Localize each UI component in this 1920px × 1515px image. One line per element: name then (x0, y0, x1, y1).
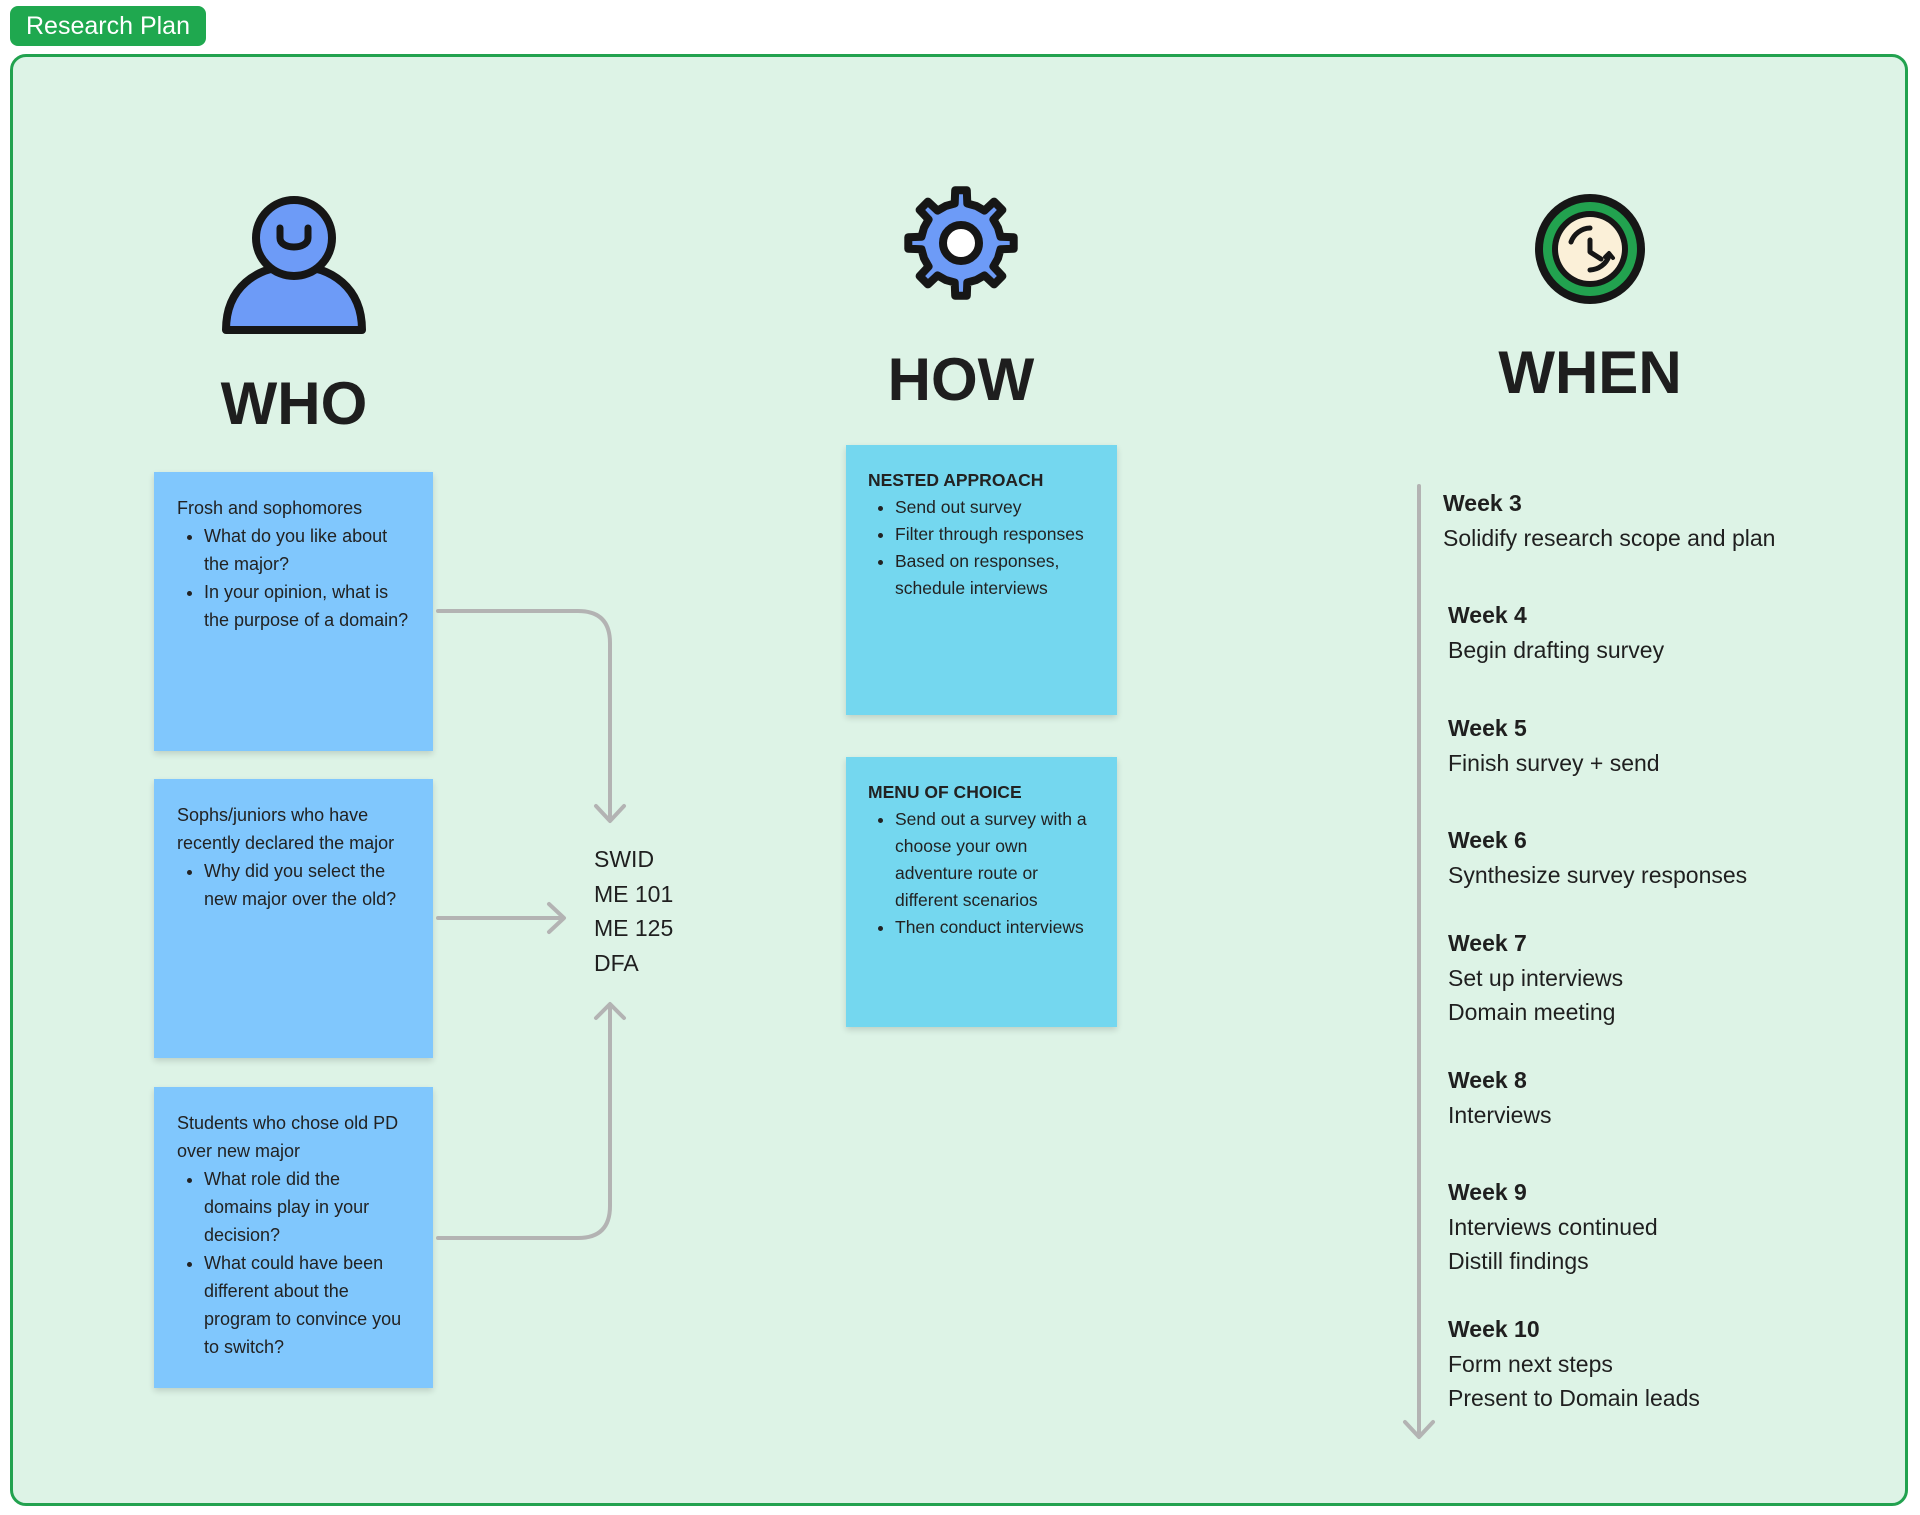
list-item: Why did you select the new major over th… (204, 857, 411, 913)
who-note-2-list: Why did you select the new major over th… (177, 857, 411, 913)
who-note-2[interactable]: Sophs/juniors who have recently declared… (154, 779, 433, 1058)
timeline-week-8: Week 8 Interviews (1448, 1063, 1552, 1132)
week-task: Set up interviews (1448, 964, 1624, 991)
week-label: Week 5 (1448, 715, 1527, 741)
target-item: ME 101 (594, 880, 674, 907)
connector-arrow-top (436, 609, 612, 820)
week-task: Form next steps (1448, 1350, 1613, 1377)
who-note-1-list: What do you like about the major? In you… (177, 522, 411, 634)
person-icon (222, 196, 366, 334)
list-item: Send out a survey with a choose your own… (895, 806, 1095, 914)
who-note-3-title: Students who chose old PD over new major (177, 1113, 399, 1161)
who-note-1[interactable]: Frosh and sophomores What do you like ab… (154, 472, 433, 751)
timeline-week-4: Week 4 Begin drafting survey (1448, 598, 1664, 667)
timeline-week-7: Week 7 Set up interviews Domain meeting (1448, 926, 1623, 1030)
frame-label[interactable]: Research Plan (10, 6, 206, 46)
timeline-week-9: Week 9 Interviews continued Distill find… (1448, 1175, 1658, 1279)
week-label: Week 9 (1448, 1179, 1527, 1205)
list-item: What do you like about the major? (204, 522, 411, 578)
how-note-1-title: NESTED APPROACH (868, 470, 1044, 490)
list-item: In your opinion, what is the purpose of … (204, 578, 411, 634)
week-task: Finish survey + send (1448, 749, 1660, 776)
how-note-menu-of-choice[interactable]: MENU OF CHOICE Send out a survey with a … (846, 757, 1117, 1027)
who-note-1-title: Frosh and sophomores (177, 498, 363, 518)
who-note-2-title: Sophs/juniors who have recently declared… (177, 805, 395, 853)
who-heading: WHO (220, 370, 368, 437)
week-task: Present to Domain leads (1448, 1385, 1700, 1411)
list-item: Send out survey (895, 494, 1095, 521)
week-label: Week 6 (1448, 827, 1527, 853)
how-note-nested-approach[interactable]: NESTED APPROACH Send out survey Filter t… (846, 445, 1117, 715)
when-heading: WHEN (1498, 339, 1682, 406)
week-label: Week 3 (1443, 490, 1522, 516)
week-task: Solidify research scope and plan (1443, 524, 1776, 551)
week-task: Distill findings (1448, 1248, 1589, 1274)
who-note-3[interactable]: Students who chose old PD over new major… (154, 1087, 433, 1388)
list-item: What could have been different about the… (204, 1249, 411, 1361)
list-item: Filter through responses (895, 521, 1095, 548)
week-task: Domain meeting (1448, 999, 1616, 1025)
target-item: SWID (594, 846, 655, 872)
how-note-1-list: Send out survey Filter through responses… (868, 494, 1095, 602)
week-task: Begin drafting survey (1448, 636, 1665, 663)
timeline-week-3: Week 3 Solidify research scope and plan (1443, 486, 1775, 555)
week-label: Week 8 (1448, 1067, 1527, 1093)
clock-cycle-icon (1535, 194, 1645, 304)
week-task: Synthesize survey responses (1448, 861, 1748, 888)
week-task: Interviews continued (1448, 1213, 1658, 1240)
week-task: Interviews (1448, 1101, 1552, 1128)
who-note-3-list: What role did the domains play in your d… (177, 1165, 411, 1361)
list-item: Based on responses, schedule interviews (895, 548, 1095, 602)
how-heading: HOW (887, 346, 1035, 413)
timeline-week-5: Week 5 Finish survey + send (1448, 711, 1660, 780)
gear-icon (904, 186, 1018, 300)
list-item: Then conduct interviews (895, 914, 1095, 941)
target-item: ME 125 (594, 915, 674, 941)
week-label: Week 4 (1448, 602, 1527, 628)
week-label: Week 10 (1448, 1316, 1540, 1342)
how-note-2-title: MENU OF CHOICE (868, 782, 1022, 802)
list-item: What role did the domains play in your d… (204, 1165, 411, 1249)
timeline-week-6: Week 6 Synthesize survey responses (1448, 823, 1747, 892)
connector-arrow-bottom (436, 1004, 612, 1240)
timeline-week-10: Week 10 Form next steps Present to Domai… (1448, 1312, 1700, 1416)
week-label: Week 7 (1448, 930, 1527, 956)
target-course-list: SWID ME 101 ME 125 DFA (594, 842, 673, 980)
how-note-2-list: Send out a survey with a choose your own… (868, 806, 1095, 941)
target-item: DFA (594, 949, 639, 976)
